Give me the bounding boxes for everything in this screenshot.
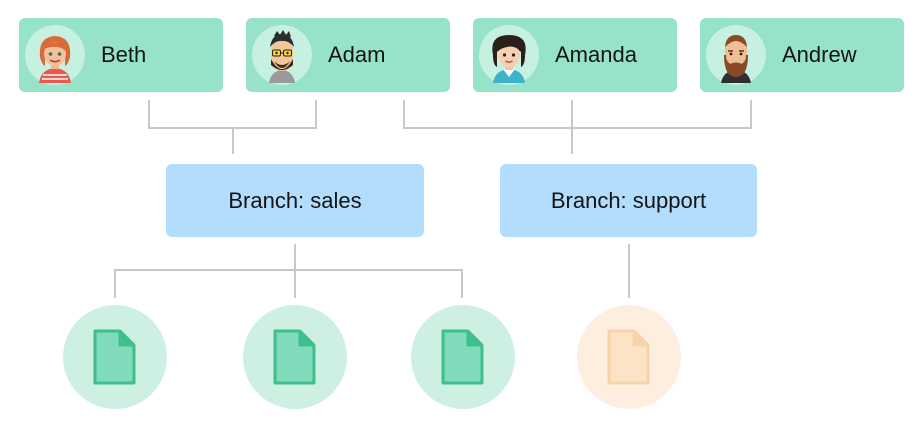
branch-sales-box[interactable]: Branch: sales bbox=[166, 164, 424, 237]
document-node-support-1[interactable] bbox=[577, 305, 681, 409]
document-node-sales-2[interactable] bbox=[243, 305, 347, 409]
document-node-sales-3[interactable] bbox=[411, 305, 515, 409]
user-name-andrew: Andrew bbox=[782, 42, 857, 67]
user-card-amanda[interactable]: Amanda bbox=[473, 18, 677, 92]
document-node-sales-1[interactable] bbox=[63, 305, 167, 409]
user-card-adam[interactable]: Adam bbox=[246, 18, 450, 92]
andrew-avatar-icon bbox=[706, 25, 766, 85]
user-card-beth[interactable]: Beth bbox=[19, 18, 223, 92]
connector-sales-docs bbox=[114, 244, 463, 298]
user-card-andrew[interactable]: Andrew bbox=[700, 18, 904, 92]
connector-support-users bbox=[403, 100, 752, 154]
user-name-amanda: Amanda bbox=[555, 42, 637, 67]
adam-avatar-icon bbox=[252, 25, 312, 85]
document-icon bbox=[441, 329, 484, 385]
document-icon bbox=[607, 329, 650, 385]
document-icon bbox=[93, 329, 136, 385]
connector-sales-users bbox=[148, 100, 317, 154]
branch-support-box[interactable]: Branch: support bbox=[500, 164, 757, 237]
beth-avatar-icon bbox=[25, 25, 85, 85]
user-name-adam: Adam bbox=[328, 42, 386, 67]
branch-support-label: Branch: support bbox=[550, 187, 707, 213]
branch-sales-label: Branch: sales bbox=[228, 187, 362, 213]
document-icon bbox=[273, 329, 316, 385]
user-name-beth: Beth bbox=[101, 42, 147, 67]
amanda-avatar-icon bbox=[479, 25, 539, 85]
